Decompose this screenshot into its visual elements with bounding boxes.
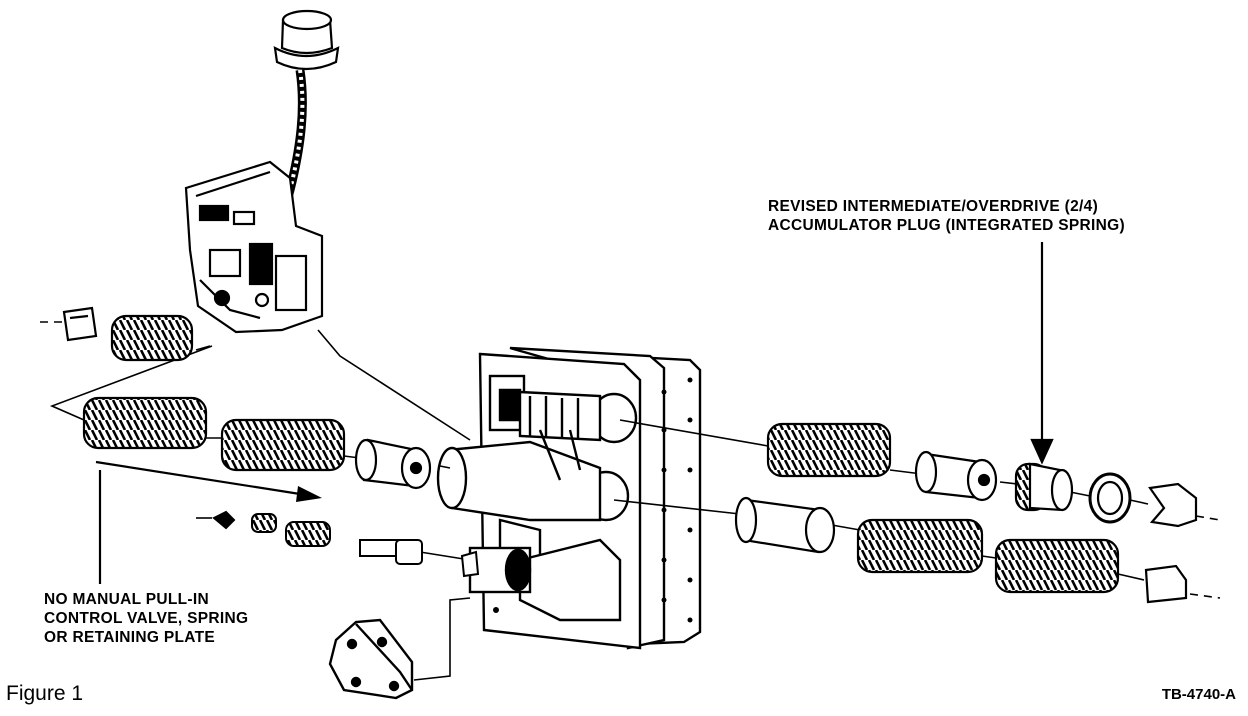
clip-right-lower (1144, 564, 1188, 604)
no-manual-pull-in-label: NO MANUAL PULL-IN CONTROL VALVE, SPRING … (44, 590, 248, 647)
callout-line: CONTROL VALVE, SPRING (44, 610, 249, 627)
plug-right-lower (734, 496, 836, 554)
document-id: TB-4740-A (1161, 686, 1236, 703)
alignment-lines (40, 321, 1221, 681)
solenoid-body (184, 160, 324, 334)
figure-caption: Figure 1 (6, 682, 84, 705)
plug-right-upper (914, 450, 998, 502)
spring-left-mid (220, 418, 346, 472)
spring-right-upper (766, 422, 892, 478)
spring-upper-left (110, 314, 194, 362)
callout-line: ACCUMULATOR PLUG (INTEGRATED SPRING) (768, 217, 1125, 234)
revised-accumulator-plug (1014, 462, 1074, 512)
left-upper-parts (62, 306, 432, 490)
retaining-bracket (328, 618, 414, 700)
callout-leaders (98, 242, 1054, 584)
callout-line: NO MANUAL PULL-IN (44, 591, 209, 608)
spring-right-lower-a (856, 518, 984, 574)
clip-upper-left (62, 306, 98, 342)
callout-line: OR RETAINING PLATE (44, 629, 216, 646)
direction-arrow (95, 460, 322, 502)
right-lower-parts (734, 496, 1188, 604)
revised-accumulator-plug-label: REVISED INTERMEDIATE/OVERDRIVE (2/4) ACC… (768, 197, 1125, 235)
spring-left-long (82, 396, 208, 450)
right-upper-parts (766, 422, 1198, 528)
left-lower-parts (212, 510, 480, 578)
spring-right-lower-b (994, 538, 1120, 594)
plug-left (354, 438, 432, 490)
main-valve-body (436, 346, 702, 650)
callout-line: REVISED INTERMEDIATE/OVERDRIVE (2/4) (768, 198, 1099, 215)
clip-right-upper (1148, 482, 1198, 528)
